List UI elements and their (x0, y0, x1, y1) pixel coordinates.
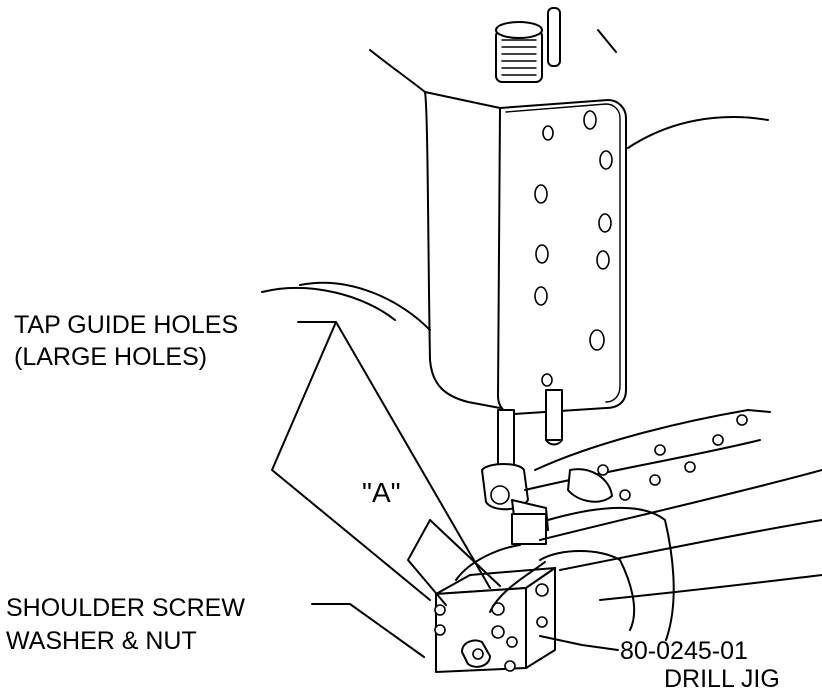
a-marker-label: "A" (362, 477, 401, 508)
drill-jig-label: DRILL JIG (664, 665, 780, 693)
drill-jig (434, 544, 556, 673)
top-knob (495, 7, 561, 83)
leader-lines (271, 321, 619, 658)
large-holes-label: (LARGE HOLES) (14, 343, 208, 371)
needle-bar (481, 389, 563, 545)
washer-nut-label: WASHER & NUT (6, 627, 197, 655)
machine-arm (261, 29, 769, 409)
machine-bed (524, 409, 822, 641)
shoulder-screw-label: SHOULDER SCREW (6, 594, 245, 622)
part-number-label: 80-0245-01 (620, 637, 748, 665)
tap-guide-holes-label: TAP GUIDE HOLES (14, 311, 239, 339)
face-plate (497, 99, 627, 415)
